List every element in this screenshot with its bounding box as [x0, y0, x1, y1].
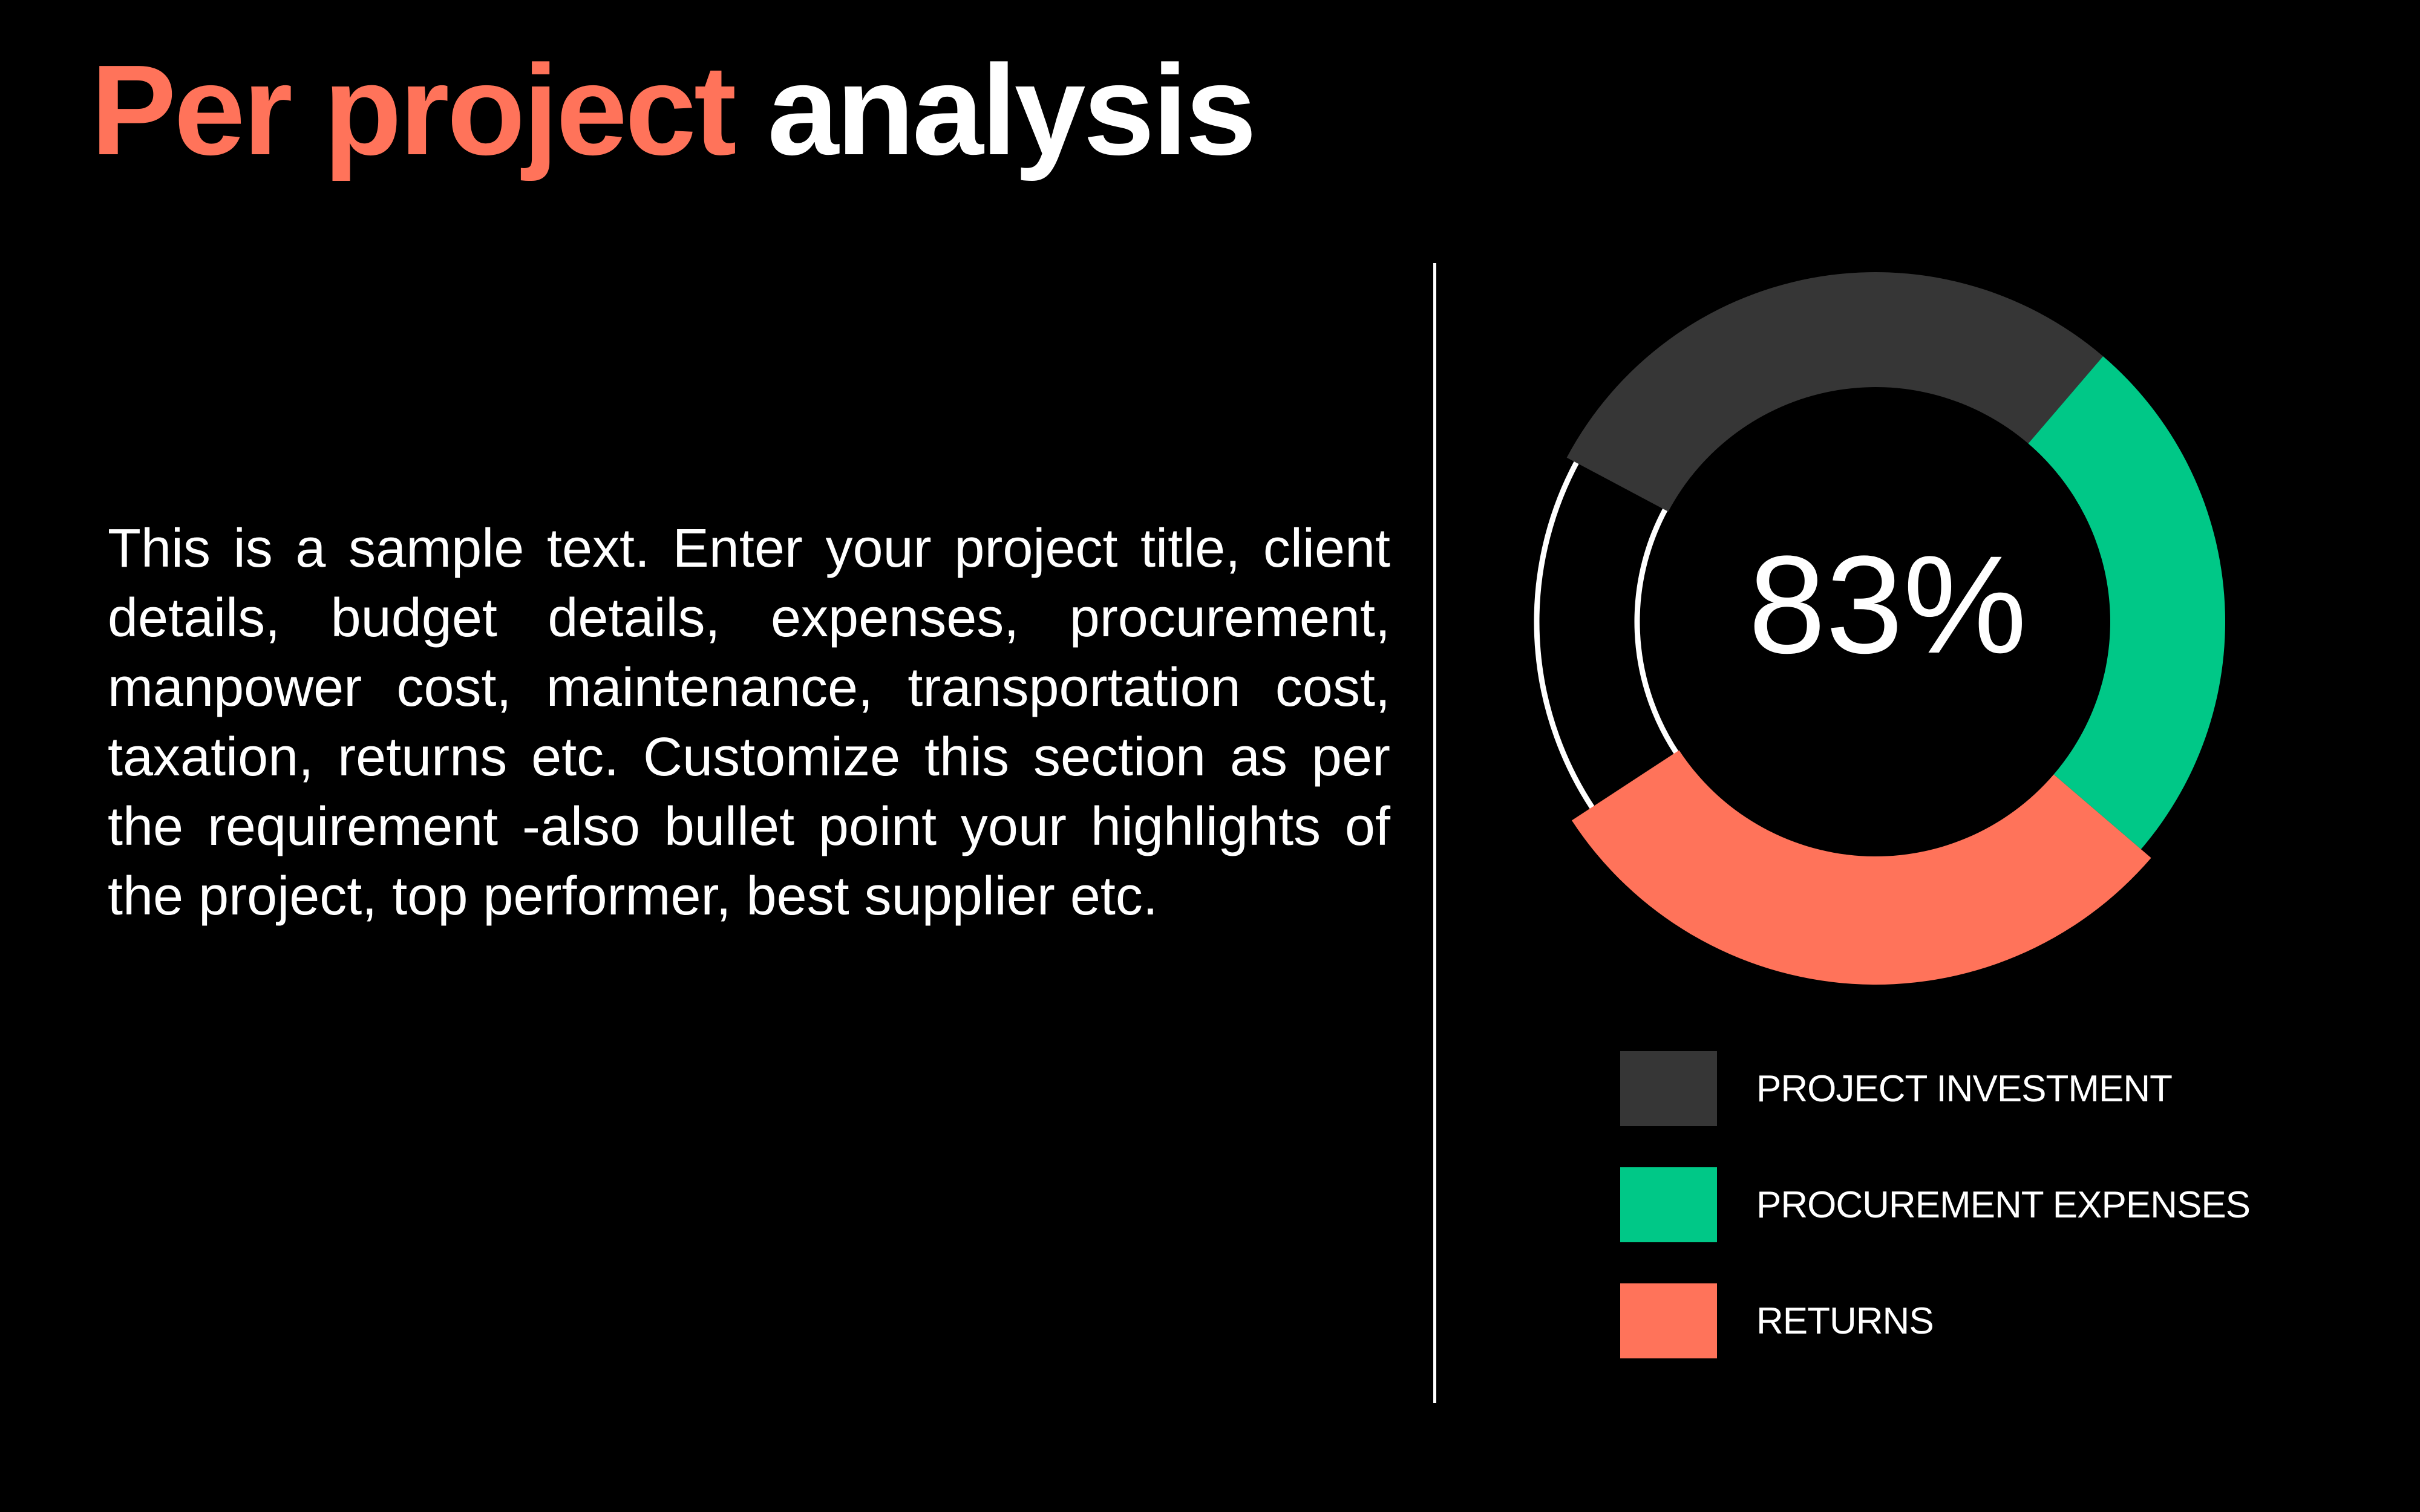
donut-segment-procurement-expenses	[2028, 356, 2225, 850]
legend-swatch	[1620, 1051, 1717, 1126]
legend-item: PROCUREMENT EXPENSES	[1620, 1167, 2251, 1242]
legend-label: PROJECT INVESTMENT	[1756, 1067, 2173, 1110]
legend: PROJECT INVESTMENT PROCUREMENT EXPENSES RE…	[1620, 1051, 2251, 1400]
legend-item: RETURNS	[1620, 1283, 2250, 1358]
donut-segment-project-investment	[1566, 272, 2104, 512]
title-accent: Per project	[91, 38, 737, 181]
legend-label: PROCUREMENT EXPENSES	[1756, 1184, 2251, 1226]
legend-swatch	[1620, 1283, 1717, 1358]
legend-swatch	[1620, 1167, 1717, 1242]
legend-item: PROJECT INVESTMENT	[1620, 1051, 2250, 1126]
title-main: analysis	[767, 38, 1257, 181]
page-title: Per project analysis	[91, 36, 1257, 184]
body-text: This is a sample text. Enter your projec…	[108, 518, 1390, 927]
donut-segment-returns	[1571, 750, 2151, 985]
center-percentage: 83%	[1748, 527, 2027, 682]
vertical-divider	[1433, 263, 1436, 1403]
legend-label: RETURNS	[1756, 1300, 1934, 1342]
